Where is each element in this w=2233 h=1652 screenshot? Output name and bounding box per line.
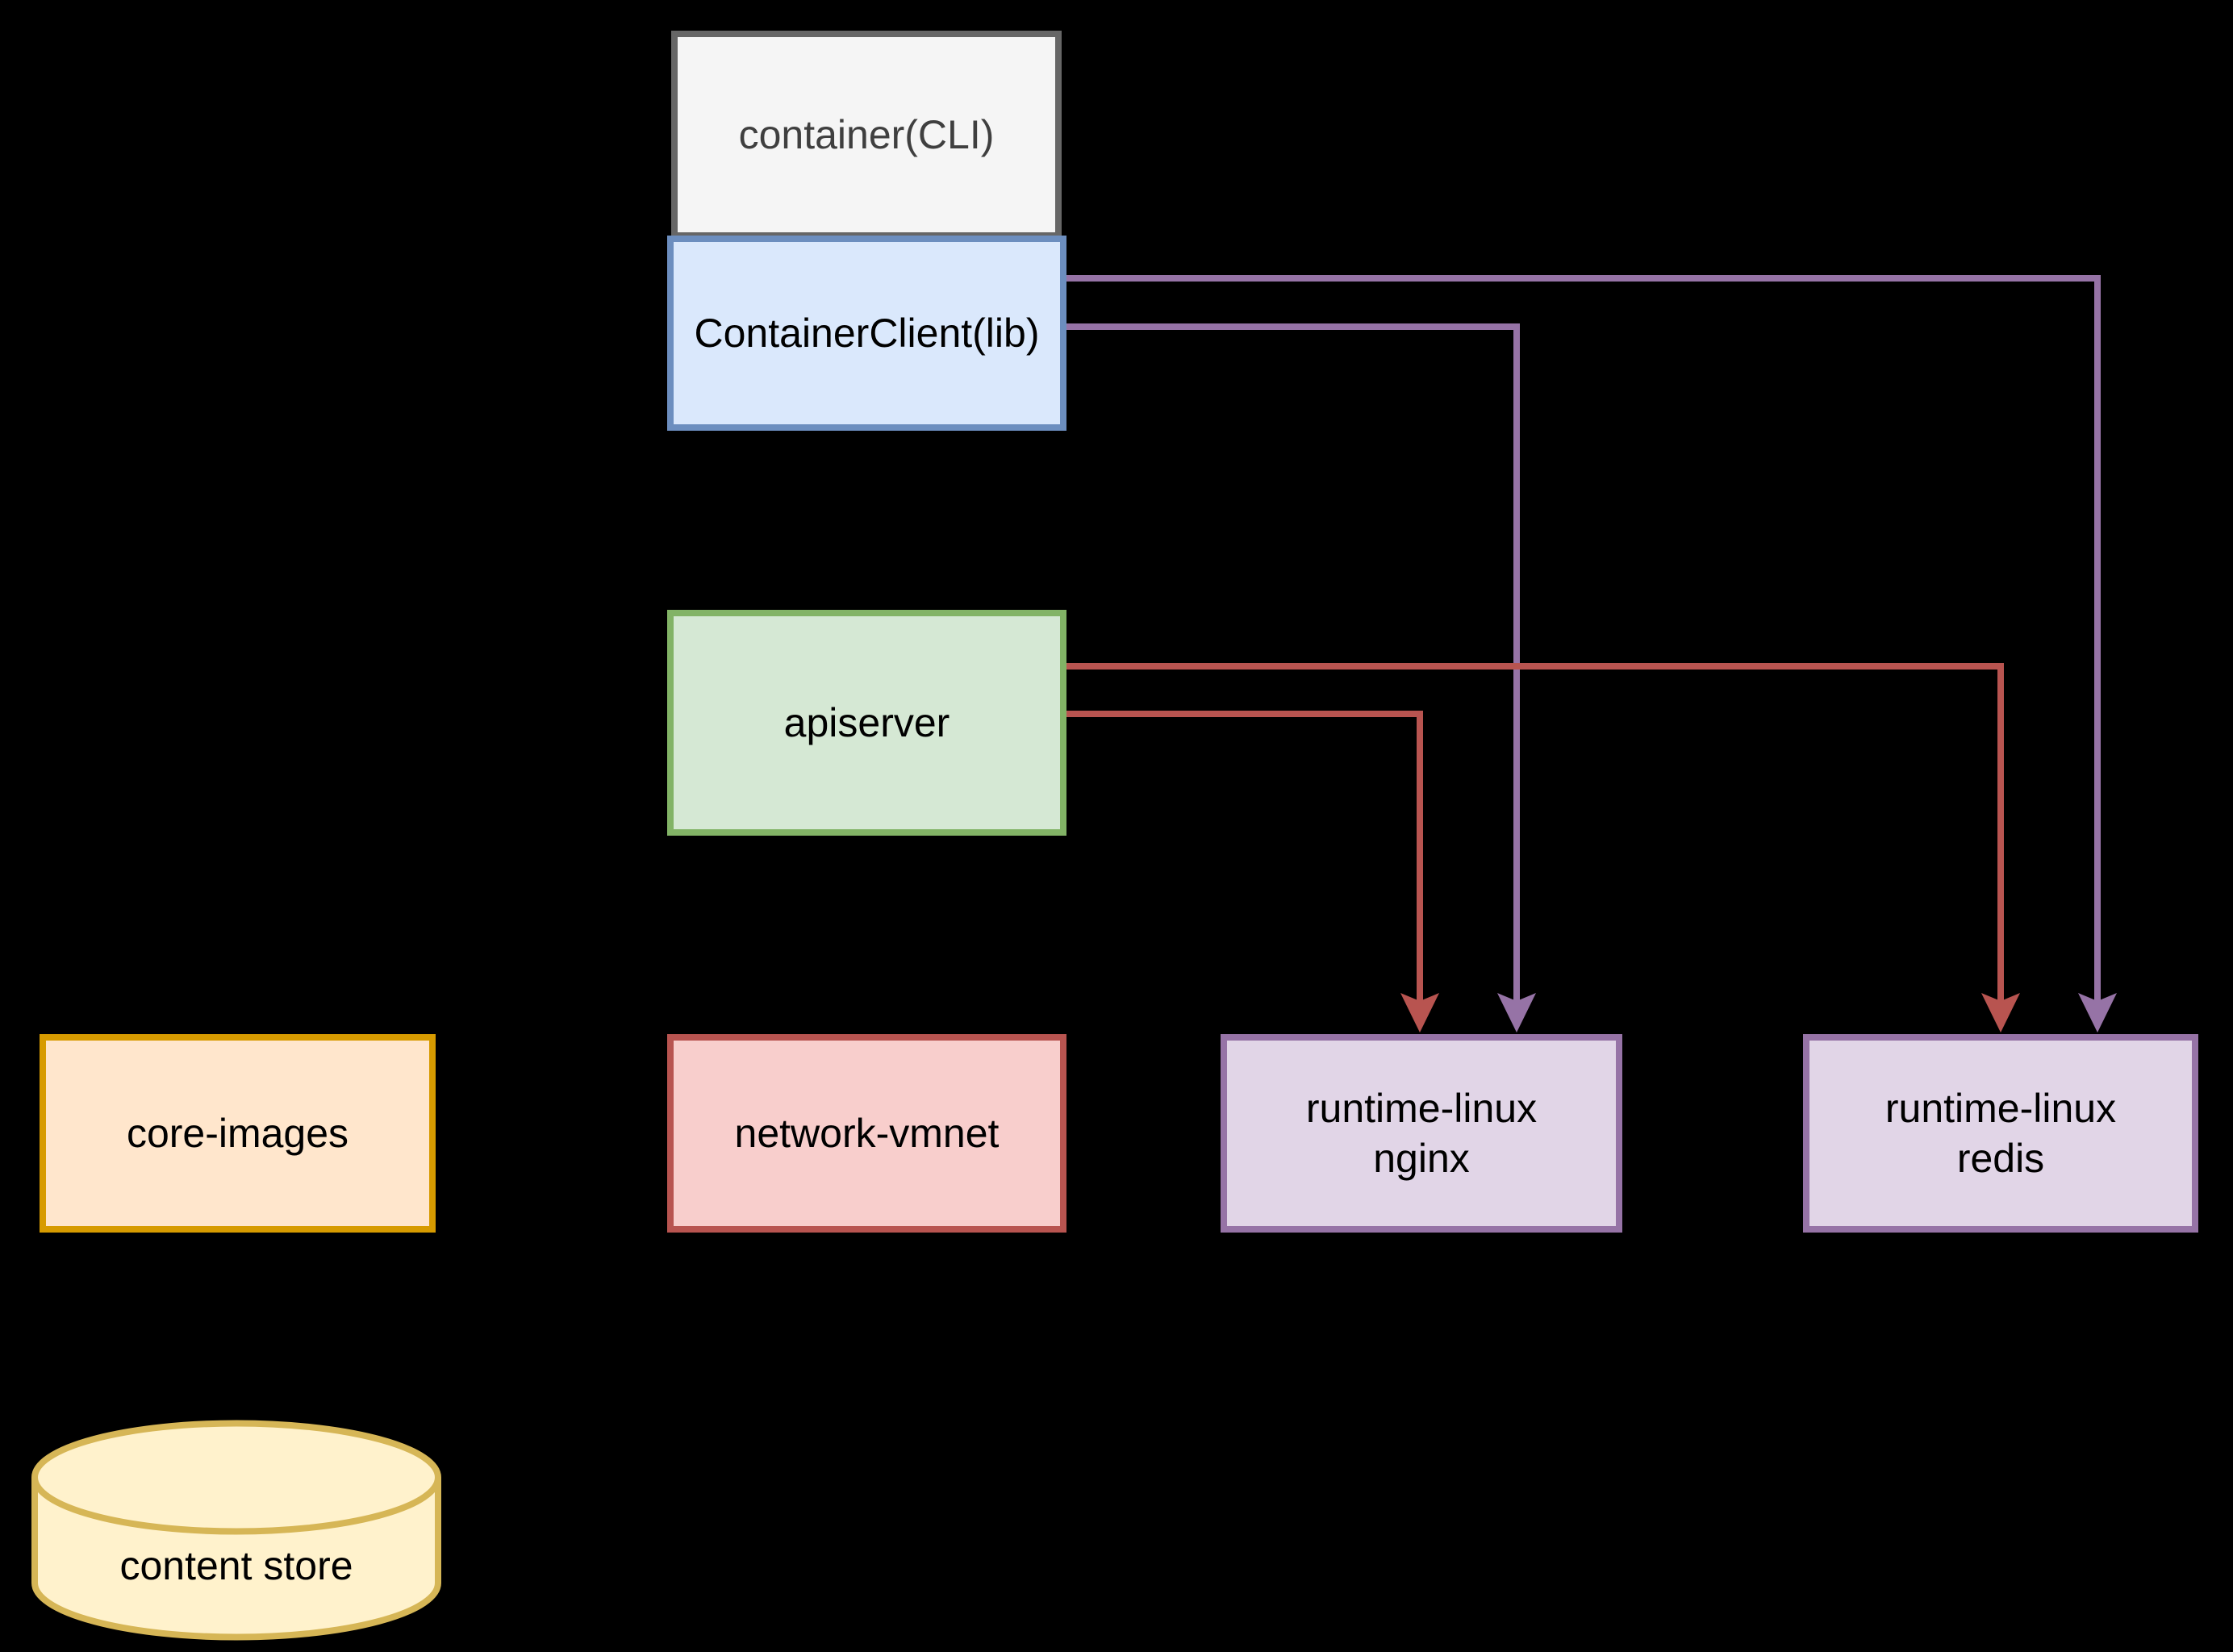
arrowhead-apiserver-to-runtime-linux-redis (1981, 993, 2020, 1032)
edge-apiserver-to-runtime-linux-nginx (1066, 711, 1423, 1004)
node-label-container-cli: container(CLI) (738, 111, 995, 157)
node-core-images: core-images (40, 1034, 436, 1233)
node-container-client: ContainerClient(lib) (667, 236, 1066, 431)
arrowhead-container-client-to-runtime-linux-redis (2078, 993, 2117, 1032)
node-network-vmnet: network-vmnet (667, 1034, 1066, 1233)
node-content-store: content store (31, 1420, 441, 1641)
arrowhead-apiserver-to-runtime-linux-nginx (1400, 993, 1439, 1032)
node-runtime-linux-redis: runtime-linux redis (1803, 1034, 2198, 1233)
database-cylinder-icon (31, 1420, 441, 1641)
node-label-network-vmnet: network-vmnet (734, 1110, 1000, 1156)
edge-container-client-to-runtime-linux-redis (1066, 275, 2101, 1004)
node-label-runtime-linux-redis: runtime-linux redis (1884, 1085, 2117, 1182)
edge-apiserver-to-runtime-linux-redis (1066, 663, 2004, 1004)
node-label-runtime-linux-nginx: runtime-linux nginx (1305, 1085, 1538, 1182)
node-runtime-linux-nginx: runtime-linux nginx (1221, 1034, 1622, 1233)
node-label-apiserver: apiserver (783, 699, 950, 745)
node-label-core-images: core-images (126, 1110, 349, 1156)
node-label-content-store: content store (119, 1543, 353, 1588)
node-label-container-client: ContainerClient(lib) (694, 310, 1040, 356)
edge-container-client-to-runtime-linux-nginx (1066, 323, 1520, 1004)
arrowhead-container-client-to-runtime-linux-nginx (1497, 993, 1536, 1032)
node-apiserver: apiserver (667, 610, 1066, 836)
